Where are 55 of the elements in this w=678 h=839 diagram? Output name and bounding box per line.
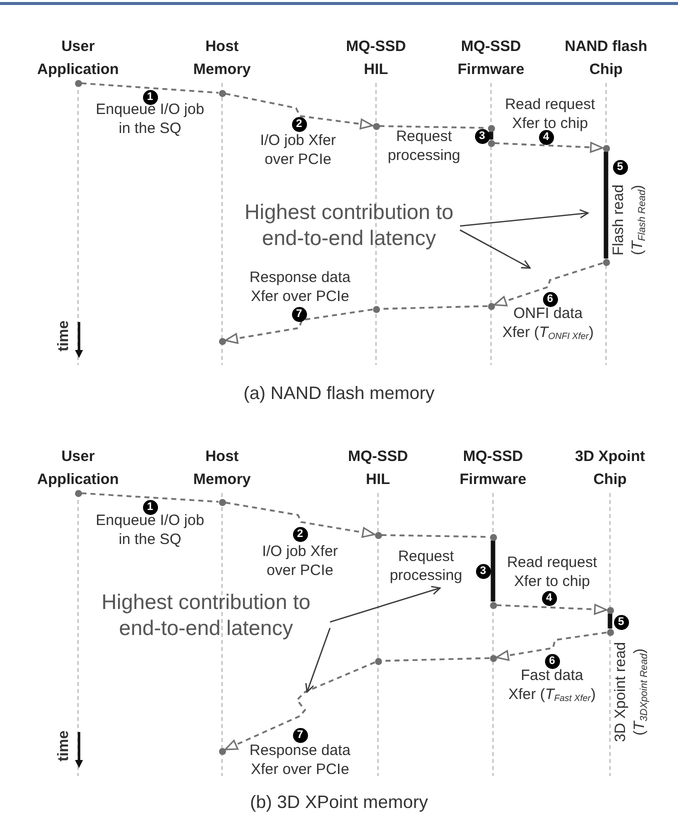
step-number: 5	[612, 160, 628, 174]
step-label: Read request Xfer to chip	[506, 553, 598, 591]
message-arrow	[496, 632, 607, 661]
leader-arrow	[305, 628, 331, 693]
step-label: Response data Xfer over PCIe	[248, 741, 352, 779]
processing-bar	[490, 540, 496, 602]
step-number: 7	[292, 728, 308, 742]
processing-bar	[608, 614, 612, 628]
step-number: 1	[142, 500, 158, 514]
leader-arrow	[460, 209, 589, 227]
step-number: 7	[292, 306, 306, 322]
caption: (a) NAND flash memory	[242, 382, 436, 405]
processing-bar	[604, 152, 608, 258]
step-number: 1	[142, 90, 158, 104]
step-label: I/O job Xfer over PCIe	[261, 542, 339, 580]
lane-header: NAND flash Chip	[556, 35, 656, 81]
lane-header: 3D Xpoint Chip	[562, 445, 658, 491]
caption: (b) 3D XPoint memory	[248, 791, 430, 814]
step-label: Fast data Xfer (T$_{Fast Xfer}$)	[507, 666, 597, 704]
step-label: ONFI data Xfer (T$_{ONFI Xfer}$)	[501, 304, 595, 342]
step-number: 4	[538, 130, 554, 144]
annotation-text: Highest contribution to end-to-end latency	[95, 590, 317, 642]
message-arrow	[225, 502, 376, 538]
axis-label: time	[55, 320, 73, 352]
message-arrow	[224, 662, 376, 750]
lane-header: Host Memory	[182, 445, 262, 491]
step-number: 3	[476, 564, 490, 578]
step-number: 5	[614, 614, 628, 630]
lane-header: User Application	[23, 35, 133, 81]
step-label: Request processing	[386, 127, 462, 165]
step-number: 2	[292, 116, 306, 132]
message-arrow	[224, 308, 373, 344]
lane-header: MQ-SSD HIL	[338, 445, 418, 491]
step-number: 6	[544, 654, 560, 668]
lane-header: MQ-SSD HIL	[336, 35, 416, 81]
message-arrow	[225, 92, 374, 130]
lane-header: User Application	[23, 445, 133, 491]
annotation-text: Highest contribution to end-to-end latency	[238, 200, 460, 252]
message-arrow	[494, 142, 604, 153]
lane-header: Host Memory	[182, 35, 262, 81]
step-number: 2	[292, 526, 308, 542]
step-number: 4	[542, 590, 556, 606]
lane-header: MQ-SSD Firmware	[448, 445, 538, 491]
step-label: Response data Xfer over PCIe	[248, 268, 352, 306]
step-number: 3	[474, 128, 490, 144]
step-label: Request processing	[381, 547, 471, 585]
step-label: Read request Xfer to chip	[504, 95, 596, 132]
step-label: I/O job Xfer over PCIe	[259, 131, 337, 169]
message-arrow	[496, 604, 608, 615]
leader-arrow	[330, 586, 441, 623]
lane-header: MQ-SSD Firmware	[446, 35, 536, 81]
leader-arrow	[460, 229, 531, 269]
step-number: 6	[542, 292, 558, 306]
message-arrow	[494, 262, 603, 306]
axis-label: time	[55, 730, 73, 762]
